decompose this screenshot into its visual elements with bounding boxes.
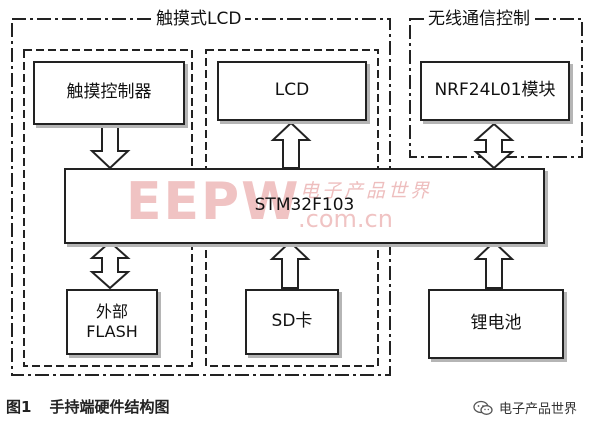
arrow-touch-to-mcu: [89, 126, 131, 170]
battery-label: 锂电池: [470, 313, 522, 334]
arrow-nrf-mcu: [473, 122, 515, 170]
sd-card-block: SD卡: [245, 289, 339, 355]
arrow-mcu-flash: [89, 240, 131, 290]
flash-label-line2: FLASH: [86, 322, 138, 341]
arrow-mcu-to-lcd: [270, 121, 312, 169]
watermark-logo: EEPW: [126, 172, 301, 232]
mcu-block: STM32F103: [64, 168, 545, 244]
wireless-group-label: 无线通信控制: [424, 9, 534, 29]
mcu-label: STM32F103: [254, 195, 355, 216]
lcd-block: LCD: [217, 61, 367, 121]
nrf-module-block: NRF24L01模块: [420, 61, 570, 121]
source-tag: 电子产品世界: [473, 398, 577, 417]
lcd-label: LCD: [274, 80, 310, 101]
figure-caption: 图1 手持端硬件结构图: [6, 396, 169, 417]
touch-lcd-group-label: 触摸式LCD: [152, 9, 246, 29]
arrow-battery-to-mcu: [473, 240, 515, 289]
wechat-icon: [473, 400, 493, 415]
arrow-sd-to-mcu: [269, 240, 311, 289]
watermark-url: .com.cn: [298, 205, 393, 233]
flash-label-line1: 外部: [95, 302, 128, 321]
touch-controller-label: 触摸控制器: [66, 82, 152, 103]
external-flash-block: 外部 FLASH: [66, 289, 158, 355]
sd-card-label: SD卡: [271, 311, 313, 332]
battery-block: 锂电池: [428, 289, 564, 359]
source-account: 电子产品世界: [498, 402, 577, 417]
watermark-cn: 电子产品世界: [300, 180, 433, 202]
figure-title: 手持端硬件结构图: [49, 398, 170, 416]
touch-controller-block: 触摸控制器: [33, 61, 185, 125]
figure-number: 图1: [6, 398, 32, 416]
nrf-module-label: NRF24L01模块: [434, 80, 556, 101]
